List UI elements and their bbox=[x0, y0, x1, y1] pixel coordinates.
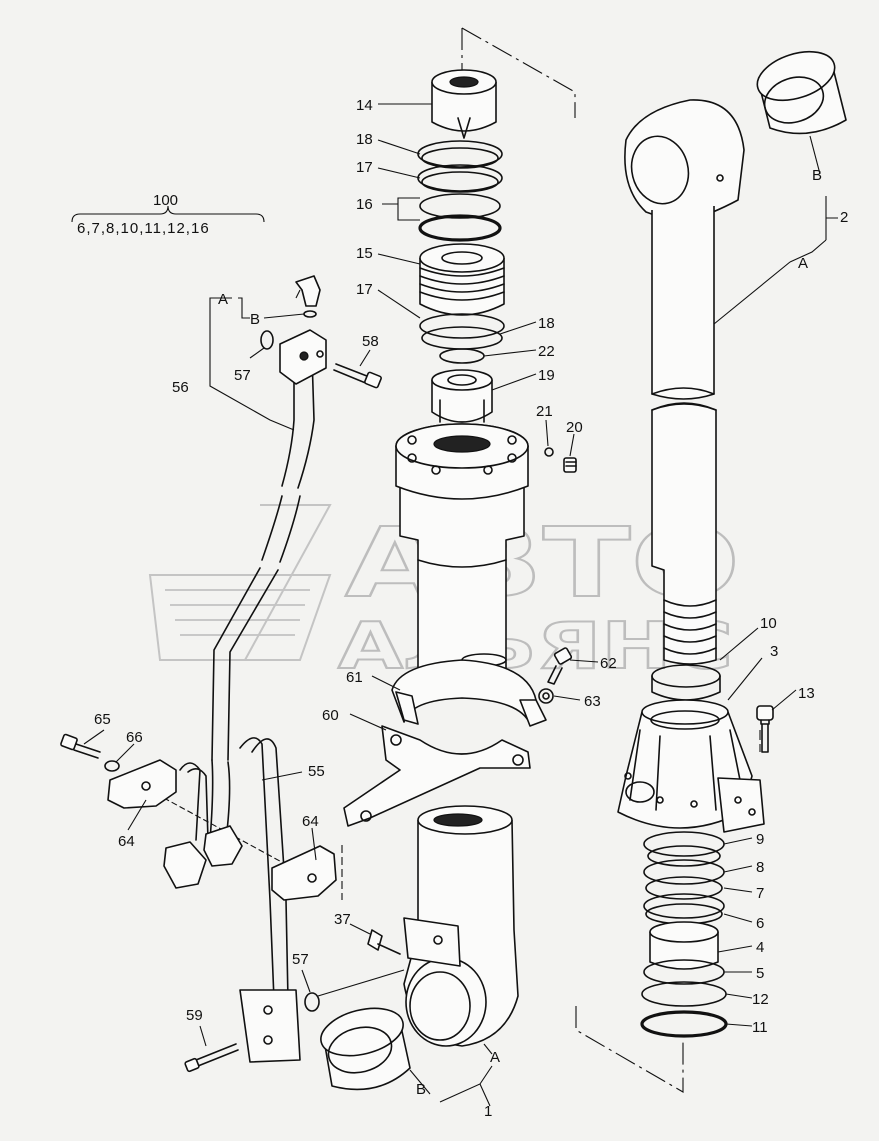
label-64-right: 64 bbox=[302, 813, 319, 830]
label-16: 16 bbox=[356, 196, 373, 213]
part-15-piston bbox=[419, 243, 505, 316]
part-2b-bushing bbox=[756, 50, 847, 135]
part-seal-stack-4-12 bbox=[640, 831, 728, 1038]
label-7: 7 bbox=[756, 885, 764, 902]
part-1-cylinder-bottom bbox=[403, 805, 519, 1047]
label-18: 18 bbox=[356, 131, 373, 148]
label-22: 22 bbox=[538, 343, 555, 360]
kit-bracket bbox=[71, 205, 265, 223]
kit-contents: 6,7,8,10,11,12,16 bbox=[77, 220, 210, 237]
label-4: 4 bbox=[756, 939, 764, 956]
label-3: 3 bbox=[770, 643, 778, 660]
label-9: 9 bbox=[756, 831, 764, 848]
part-16-seal bbox=[418, 193, 502, 242]
part-63-washer bbox=[538, 688, 554, 704]
label-a-bottom: A bbox=[490, 1049, 500, 1066]
part-19-nut bbox=[431, 369, 493, 423]
label-a-pipe: A bbox=[218, 291, 228, 308]
part-64-clamp-right bbox=[271, 845, 337, 901]
label-60: 60 bbox=[322, 707, 339, 724]
label-58: 58 bbox=[362, 333, 379, 350]
label-12: 12 bbox=[752, 991, 769, 1008]
part-2a-piston-rod bbox=[624, 99, 745, 665]
label-2: 2 bbox=[840, 209, 848, 226]
label-59: 59 bbox=[186, 1007, 203, 1024]
label-56: 56 bbox=[172, 379, 189, 396]
label-11: 11 bbox=[752, 1019, 768, 1036]
part-20-plug bbox=[563, 457, 577, 473]
label-19: 19 bbox=[538, 367, 555, 384]
label-62: 62 bbox=[600, 655, 617, 672]
part-58-bolt bbox=[333, 363, 382, 389]
label-17-lower: 17 bbox=[356, 281, 373, 298]
part-3-rod-cover bbox=[617, 699, 765, 833]
part-18-ring bbox=[417, 140, 503, 169]
part-37-grease-fitting bbox=[367, 929, 401, 955]
label-55: 55 bbox=[308, 763, 325, 780]
label-17: 17 bbox=[356, 159, 373, 176]
label-66: 66 bbox=[126, 729, 143, 746]
label-57-upper: 57 bbox=[234, 367, 251, 384]
part-17-18-rings-lower bbox=[419, 313, 505, 350]
part-64-clamp-left bbox=[107, 759, 177, 809]
label-5: 5 bbox=[756, 965, 764, 982]
part-56-pipe bbox=[211, 329, 327, 761]
label-13: 13 bbox=[798, 685, 815, 702]
part-65-bolt bbox=[60, 733, 101, 759]
part-59-bolt bbox=[184, 1043, 239, 1073]
label-21: 21 bbox=[536, 403, 553, 420]
part-56b-bolt bbox=[295, 275, 321, 318]
label-65: 65 bbox=[94, 711, 111, 728]
leader-lines bbox=[83, 103, 838, 1107]
part-17-ring bbox=[417, 164, 503, 193]
label-10: 10 bbox=[760, 615, 777, 632]
part-61-clamp-band bbox=[391, 659, 547, 727]
label-63: 63 bbox=[584, 693, 601, 710]
part-14-bushing bbox=[431, 69, 497, 139]
label-61: 61 bbox=[346, 669, 363, 686]
part-60-clamp-bracket bbox=[343, 725, 531, 827]
part-57-oring-lower bbox=[304, 992, 320, 1012]
part-62-bolt bbox=[547, 647, 573, 685]
watermark-logo bbox=[148, 504, 332, 661]
label-15: 15 bbox=[356, 245, 373, 262]
label-14: 14 bbox=[356, 97, 373, 114]
part-22-ring bbox=[439, 348, 485, 364]
label-18-lower: 18 bbox=[538, 315, 555, 332]
label-b-pipe: B bbox=[250, 311, 260, 328]
label-6: 6 bbox=[756, 915, 764, 932]
part-1b-bushing bbox=[320, 1007, 411, 1091]
label-8: 8 bbox=[756, 859, 764, 876]
label-57-lower: 57 bbox=[292, 951, 309, 968]
part-cylinder-tube bbox=[395, 423, 529, 675]
label-20: 20 bbox=[566, 419, 583, 436]
part-13-bolt bbox=[756, 705, 774, 753]
part-55-pipe bbox=[163, 737, 301, 1063]
part-57-oring-upper bbox=[260, 330, 274, 350]
label-b-bottom: B bbox=[416, 1081, 426, 1098]
label-b-rod: B bbox=[812, 167, 822, 184]
label-1: 1 bbox=[484, 1103, 492, 1120]
kit-number: 100 bbox=[153, 192, 178, 209]
label-64-left: 64 bbox=[118, 833, 135, 850]
label-a-rod: A bbox=[798, 255, 808, 272]
label-37: 37 bbox=[334, 911, 351, 928]
part-66-washer bbox=[104, 760, 120, 772]
part-21-ball bbox=[544, 447, 554, 457]
